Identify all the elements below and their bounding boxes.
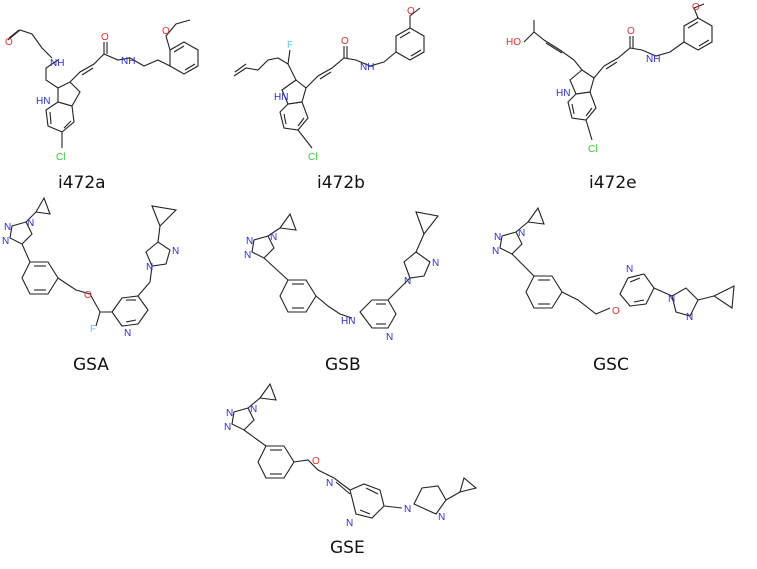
atom-n: N bbox=[404, 276, 411, 287]
atom-n: N bbox=[2, 236, 9, 247]
atom-ho: HO bbox=[506, 37, 521, 48]
atom-hn: HN bbox=[556, 88, 570, 99]
compound-label-i472e: i472e bbox=[589, 173, 637, 193]
atom-f: F bbox=[287, 40, 293, 51]
atom-n: N bbox=[4, 222, 11, 233]
atom-hn: HN bbox=[341, 316, 355, 327]
compound-label-GSE: GSE bbox=[330, 538, 365, 558]
atom-n: N bbox=[146, 262, 153, 273]
compound-label-i472b: i472b bbox=[317, 173, 365, 193]
atom-n: N bbox=[386, 332, 393, 343]
atom-o: O bbox=[407, 6, 415, 17]
atom-nh: NH bbox=[121, 56, 135, 67]
structure-i472e: HO HN O NH O Cl bbox=[506, 2, 713, 155]
atom-o: O bbox=[692, 2, 700, 13]
atom-n: N bbox=[246, 236, 253, 247]
atom-hn: HN bbox=[274, 92, 288, 103]
atom-o: O bbox=[5, 37, 13, 48]
atom-n: N bbox=[518, 228, 525, 239]
atom-o: O bbox=[627, 26, 635, 37]
atom-cl: Cl bbox=[56, 152, 65, 163]
structure-GSE: N N N O N N N N bbox=[224, 382, 478, 529]
compound-label-GSB: GSB bbox=[325, 355, 361, 375]
atom-n: N bbox=[626, 264, 633, 275]
atom-n: N bbox=[244, 250, 251, 261]
atom-n: N bbox=[226, 408, 233, 419]
atom-n: N bbox=[492, 246, 499, 257]
structure-GSB: N N N HN N N N bbox=[244, 211, 439, 343]
atom-n: N bbox=[432, 258, 439, 269]
structure-i472a: O NH HN O NH O Cl bbox=[5, 19, 199, 163]
atom-o: O bbox=[84, 290, 92, 301]
atom-o: O bbox=[101, 32, 109, 43]
atom-n: N bbox=[124, 328, 131, 339]
compound-label-i472a: i472a bbox=[58, 173, 106, 193]
atom-o: O bbox=[612, 306, 620, 317]
structure-GSC: N N N O N N N bbox=[492, 206, 735, 323]
compound-label-GSA: GSA bbox=[73, 355, 109, 375]
atom-n: N bbox=[438, 512, 445, 523]
atom-n: N bbox=[172, 246, 179, 257]
compound-label-GSC: GSC bbox=[593, 355, 629, 375]
atom-nh: NH bbox=[360, 62, 374, 73]
atom-cl: Cl bbox=[588, 144, 597, 155]
atom-n: N bbox=[346, 518, 353, 529]
atom-n: N bbox=[27, 218, 34, 229]
atom-n: N bbox=[270, 232, 277, 243]
atom-hn: HN bbox=[36, 96, 50, 107]
atom-o: O bbox=[312, 456, 320, 467]
atom-o: O bbox=[341, 36, 349, 47]
atom-n: N bbox=[326, 478, 333, 489]
atom-n: N bbox=[668, 294, 675, 305]
atom-cl: Cl bbox=[308, 152, 317, 163]
atom-o: O bbox=[162, 26, 170, 37]
atom-f: F bbox=[90, 324, 96, 335]
atom-n: N bbox=[494, 232, 501, 243]
structure-GSA: N N N O F N N N bbox=[2, 196, 179, 339]
atom-n: N bbox=[250, 404, 257, 415]
structure-i472b: F HN O NH O Cl bbox=[233, 6, 425, 163]
atom-n: N bbox=[224, 422, 231, 433]
atom-n: N bbox=[404, 504, 411, 515]
atom-nh: NH bbox=[50, 58, 64, 69]
atom-n: N bbox=[686, 312, 693, 323]
atom-nh: NH bbox=[646, 54, 660, 65]
